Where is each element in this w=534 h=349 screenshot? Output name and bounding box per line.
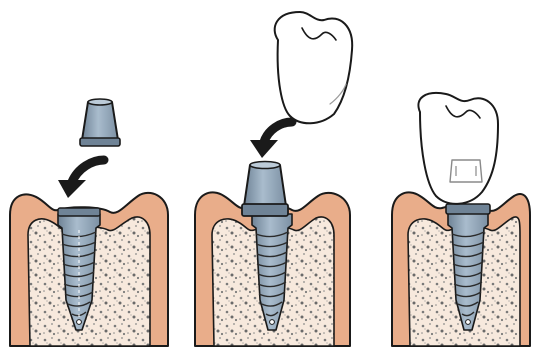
abutment-icon — [80, 99, 120, 146]
curved-arrow-icon — [58, 160, 104, 198]
crown-tooth-icon — [275, 12, 353, 123]
step-3-completed-implant — [392, 93, 530, 346]
step-1-attach-abutment — [10, 99, 168, 346]
abutment-icon — [242, 162, 288, 217]
crown-tooth-icon — [418, 93, 498, 204]
curved-arrow-icon — [250, 122, 292, 158]
step-2-place-crown — [195, 12, 352, 346]
